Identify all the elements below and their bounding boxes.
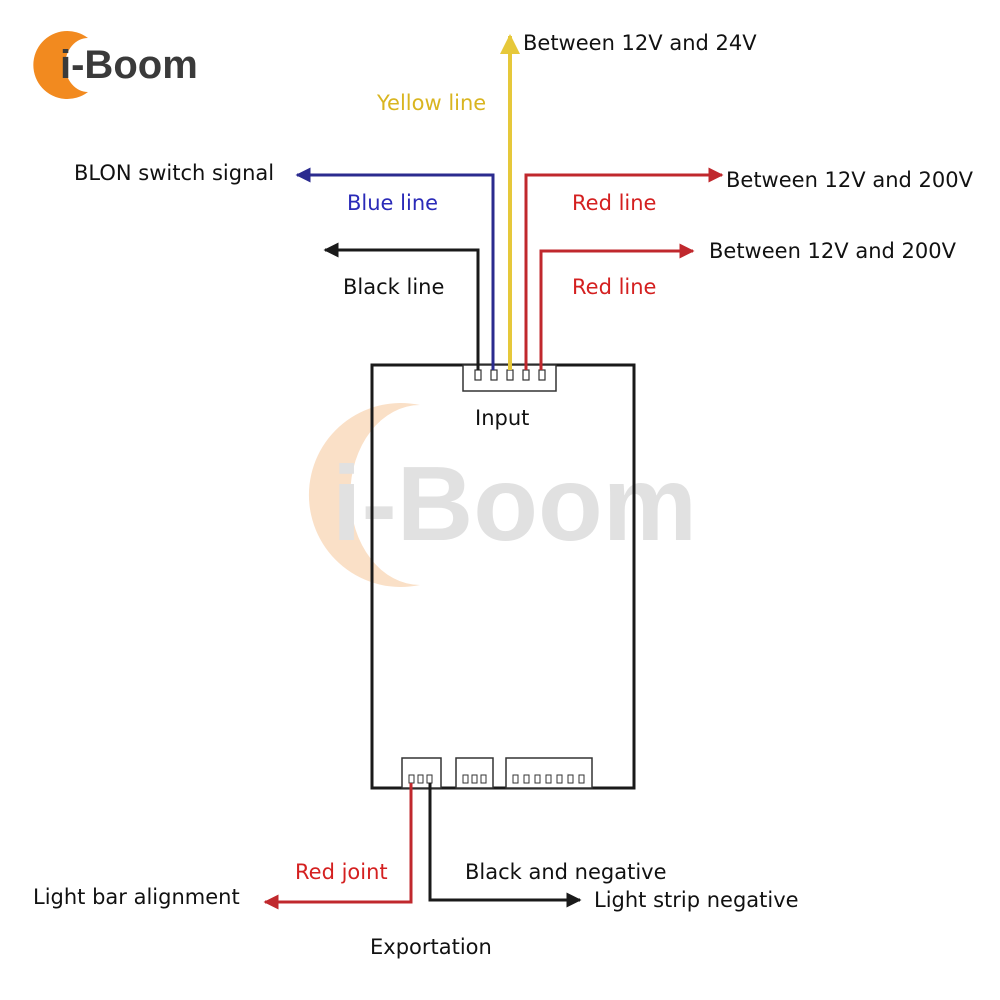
- label-red2-line: Red line: [572, 275, 656, 299]
- watermark-text: i-Boom: [332, 445, 697, 563]
- logo-crescent-icon: [33, 30, 88, 99]
- label-black-output-target: Light strip negative: [594, 888, 799, 912]
- label-red1-target: Between 12V and 200V: [726, 168, 974, 192]
- wire-black-input: [323, 242, 480, 370]
- label-red-output-target: Light bar alignment: [33, 885, 240, 909]
- watermark-crescent-icon: [308, 403, 420, 587]
- label-yellow-target: Between 12V and 24V: [523, 31, 757, 55]
- output-connectors: [401, 757, 593, 789]
- label-exportation: Exportation: [370, 935, 492, 959]
- label-yellow-line: Yellow line: [376, 91, 486, 115]
- label-black-line: Black line: [343, 275, 444, 299]
- wire-red-output: [263, 783, 413, 910]
- logo-text: i-Boom: [60, 43, 198, 87]
- label-red-joint: Red joint: [295, 860, 388, 884]
- label-red1-line: Red line: [572, 191, 656, 215]
- watermark: i-Boom: [308, 403, 697, 587]
- wire-red-input-2: [539, 243, 695, 370]
- label-red2-target: Between 12V and 200V: [709, 239, 957, 263]
- label-input: Input: [475, 406, 529, 430]
- wire-red-input-1: [524, 167, 724, 370]
- label-blue-line: Blue line: [347, 191, 438, 215]
- label-black-negative: Black and negative: [465, 860, 667, 884]
- wire-blue-input: [295, 167, 495, 370]
- wire-black-output: [428, 783, 582, 908]
- brand-logo: i-Boom: [33, 30, 198, 99]
- label-blue-target: BLON switch signal: [74, 161, 274, 185]
